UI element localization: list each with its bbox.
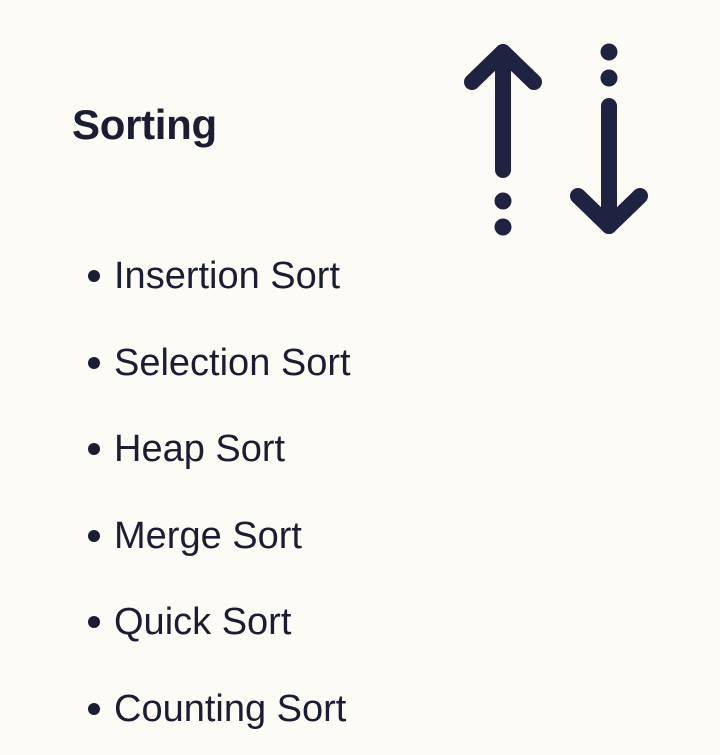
list-item: Heap Sort — [88, 424, 285, 474]
bullet-icon — [88, 356, 100, 369]
list-item-label: Selection Sort — [114, 341, 351, 384]
list-item-label: Heap Sort — [114, 428, 286, 470]
bullet-icon — [88, 616, 100, 628]
list-item-label: Counting Sort — [114, 687, 347, 730]
list-item-label: Insertion Sort — [114, 255, 340, 297]
bullet-icon — [88, 270, 100, 282]
sort-arrows-icon — [464, 43, 648, 236]
bullet-icon — [88, 443, 100, 455]
list-item: Selection Sort — [88, 338, 351, 388]
list-item-label: Quick Sort — [114, 601, 292, 643]
page-title: Sorting — [72, 101, 217, 148]
list-item: Counting Sort — [88, 684, 346, 734]
list-item: Insertion Sort — [88, 251, 340, 301]
list-item: Quick Sort — [88, 597, 291, 647]
bullet-icon — [88, 702, 100, 715]
list-item-label: Merge Sort — [114, 514, 302, 557]
bullet-icon — [88, 529, 100, 542]
list-item: Merge Sort — [88, 511, 302, 561]
